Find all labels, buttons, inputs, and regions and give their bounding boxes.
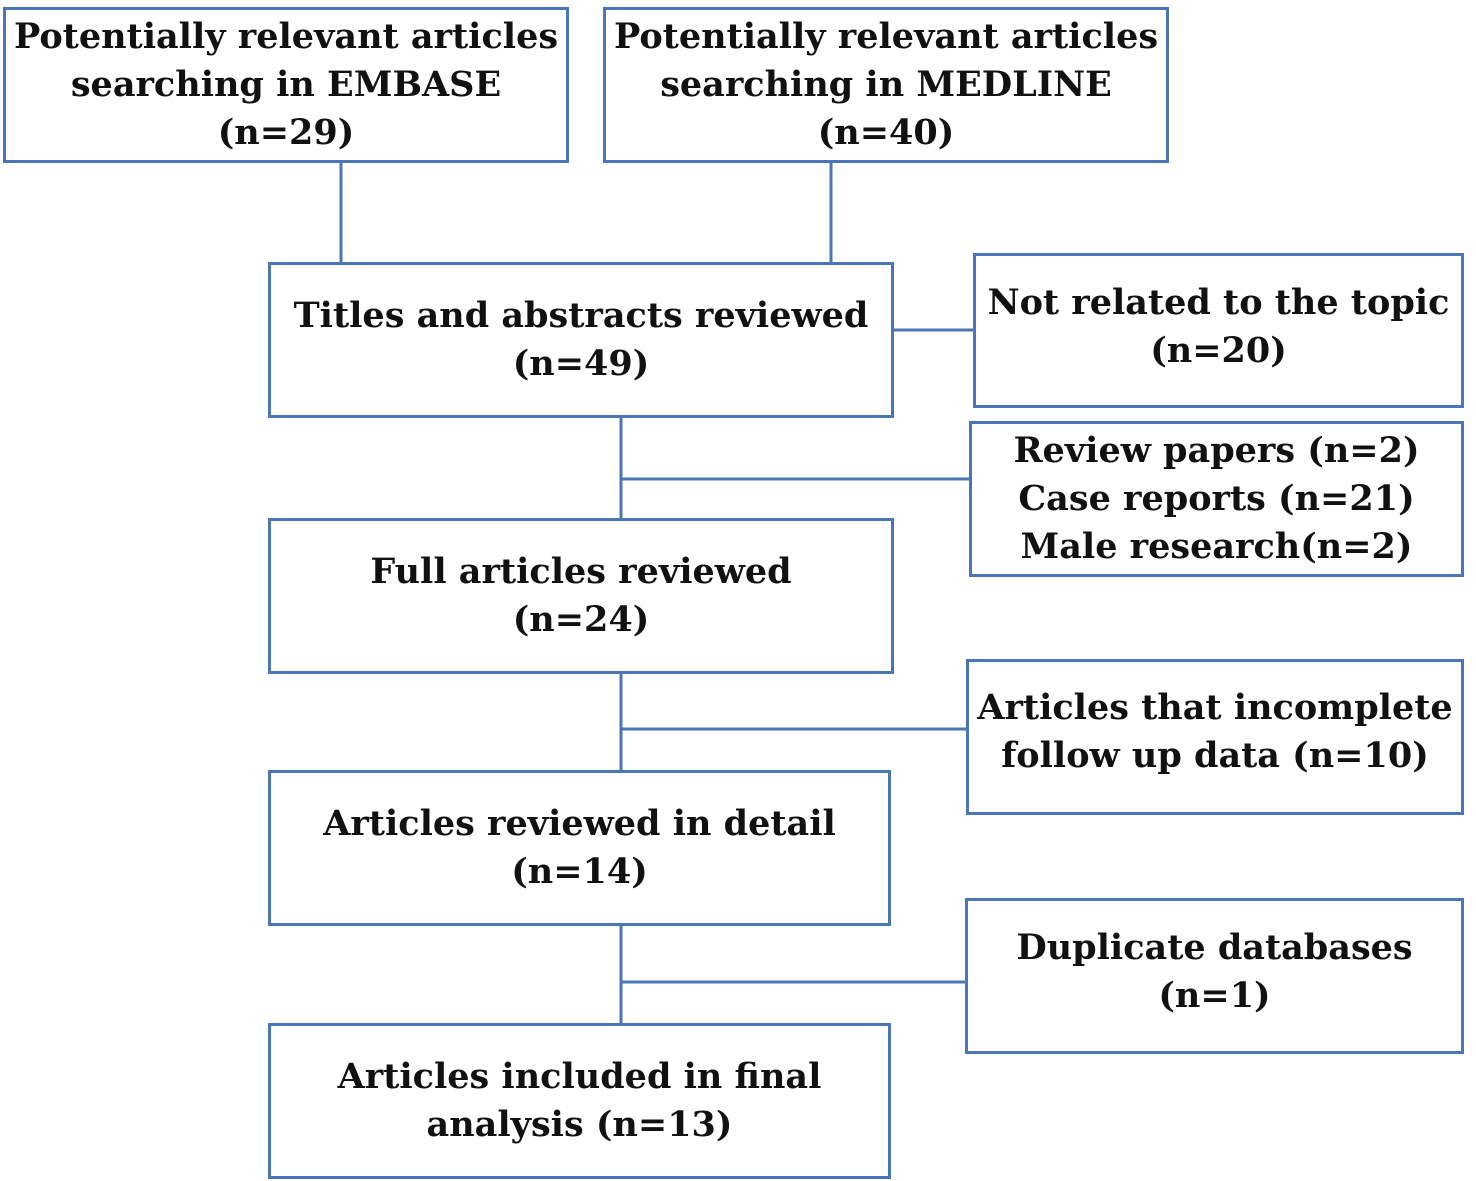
box-incomplete-follow-up: Articles that incomplete follow up data …: [966, 659, 1464, 815]
box-line: (n=40): [817, 112, 955, 153]
box-line: Not related to the topic: [987, 281, 1450, 323]
box-line: (n=29): [217, 112, 355, 153]
box-reviewed-in-detail: Articles reviewed in detail (n=14): [268, 770, 891, 926]
box-included-final-analysis: Articles included in final analysis (n=1…: [268, 1023, 891, 1179]
box-full-articles-reviewed: Full articles reviewed (n=24): [268, 518, 894, 674]
box-line: Titles and abstracts reviewed: [293, 295, 869, 336]
box-line: Male research(n=2): [1020, 526, 1413, 567]
box-titles-abstracts-reviewed: Titles and abstracts reviewed (n=49): [268, 262, 894, 418]
box-line: Review papers (n=2): [1013, 430, 1420, 471]
box-line: Full articles reviewed: [370, 551, 792, 592]
box-line: follow up data (n=10): [1001, 735, 1429, 776]
box-line: Potentially relevant articles: [613, 16, 1159, 57]
box-line: (n=1): [1158, 975, 1271, 1016]
box-line: analysis (n=13): [426, 1104, 733, 1145]
box-line: Case reports (n=21): [1018, 478, 1415, 519]
box-line: (n=24): [512, 599, 650, 640]
box-line: Potentially relevant articles: [13, 16, 559, 57]
box-duplicate-databases: Duplicate databases (n=1): [965, 898, 1464, 1054]
box-line: Articles that incomplete: [977, 687, 1453, 728]
box-line: (n=49): [512, 343, 650, 384]
box-line: Articles included in final: [337, 1056, 822, 1097]
box-line: searching in EMBASE: [70, 64, 502, 105]
box-line: searching in MEDLINE: [660, 64, 1112, 105]
box-not-related: Not related to the topic (n=20): [973, 253, 1464, 408]
box-line: (n=20): [1150, 329, 1287, 371]
box-line: Duplicate databases: [1016, 927, 1413, 968]
box-medline-search: Potentially relevant articles searching …: [603, 7, 1169, 163]
box-excluded-types: Review papers (n=2) Case reports (n=21) …: [969, 421, 1464, 577]
box-line: (n=14): [511, 851, 648, 892]
box-embase-search: Potentially relevant articles searching …: [3, 7, 569, 163]
box-line: Articles reviewed in detail: [323, 803, 836, 844]
